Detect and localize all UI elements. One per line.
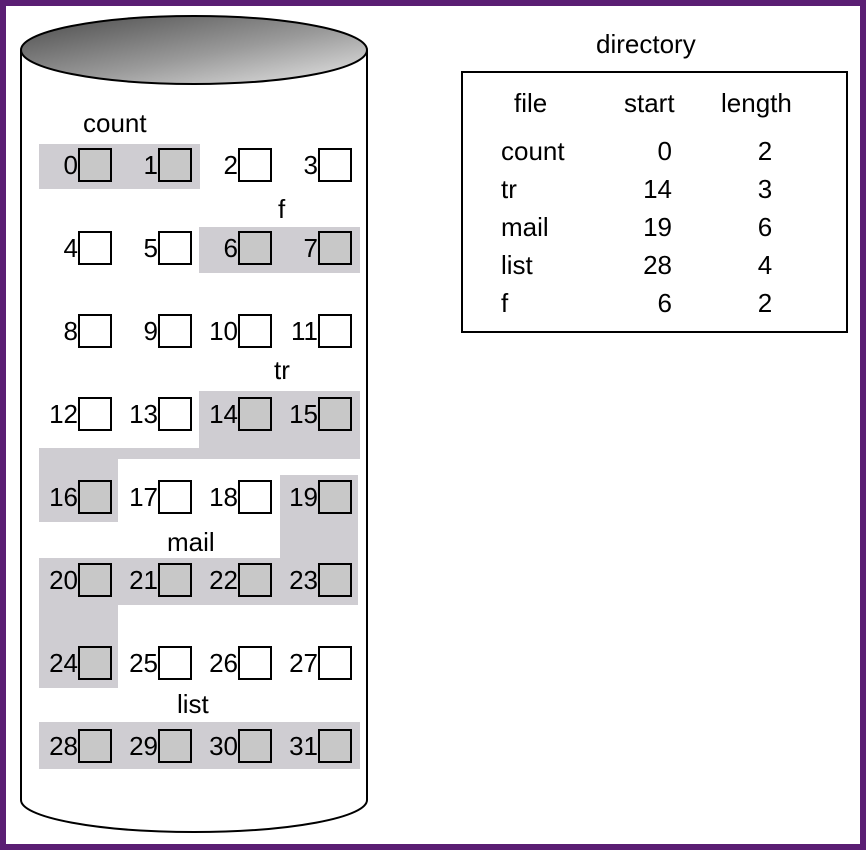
disk-block-3	[318, 148, 352, 182]
disk-block-17	[158, 480, 192, 514]
block-number: 20	[49, 565, 78, 595]
block-number: 9	[143, 316, 158, 346]
disk-block-18	[238, 480, 272, 514]
disk-block-10	[238, 314, 272, 348]
disk-block-5	[158, 231, 192, 265]
dir-cell-file: list	[501, 250, 533, 280]
block-number: 29	[129, 731, 158, 761]
dir-cell-start: 0	[657, 136, 672, 166]
disk-block-27	[318, 646, 352, 680]
disk-block-16	[78, 480, 112, 514]
disk-label-mail: mail	[167, 527, 215, 557]
disk-block-2	[238, 148, 272, 182]
disk-block-30	[238, 729, 272, 763]
disk-block-4	[78, 231, 112, 265]
disk-block-19	[318, 480, 352, 514]
disk-block-9	[158, 314, 192, 348]
disk-label-count: count	[83, 108, 147, 138]
block-number: 27	[289, 648, 318, 678]
block-number: 31	[289, 731, 318, 761]
disk-label-f: f	[278, 194, 286, 224]
block-number: 8	[63, 316, 78, 346]
block-number: 14	[209, 399, 238, 429]
block-number: 28	[49, 731, 78, 761]
dir-cell-start: 19	[643, 212, 672, 242]
block-number: 1	[143, 150, 158, 180]
dir-cell-start: 14	[643, 174, 672, 204]
block-number: 10	[209, 316, 238, 346]
dir-cell-file: tr	[501, 174, 517, 204]
disk-label-tr: tr	[274, 355, 290, 385]
region-tr	[39, 391, 360, 522]
block-number: 21	[129, 565, 158, 595]
dir-cell-length: 2	[757, 288, 773, 318]
disk-block-31	[318, 729, 352, 763]
block-number: 13	[129, 399, 158, 429]
dir-cell-file: mail	[501, 212, 549, 242]
disk-block-13	[158, 397, 192, 431]
region-mail	[39, 475, 358, 688]
block-number: 15	[289, 399, 318, 429]
directory-table	[461, 71, 848, 333]
disk-block-24	[78, 646, 112, 680]
disk-block-6	[238, 231, 272, 265]
disk-block-28	[78, 729, 112, 763]
disk-block-25	[158, 646, 192, 680]
block-number: 11	[291, 316, 318, 346]
header-file: file	[514, 88, 548, 118]
disk-block-20	[78, 563, 112, 597]
dir-cell-start: 28	[643, 250, 672, 280]
block-number: 17	[129, 482, 158, 512]
disk-block-22	[238, 563, 272, 597]
block-number: 4	[63, 233, 78, 263]
block-number: 7	[303, 233, 318, 263]
block-number: 22	[209, 565, 238, 595]
dir-cell-length: 4	[757, 250, 773, 280]
disk-label-list: list	[177, 689, 209, 719]
block-number: 30	[209, 731, 238, 761]
dir-cell-start: 6	[657, 288, 672, 318]
disk-block-23	[318, 563, 352, 597]
dir-cell-length: 3	[757, 174, 773, 204]
block-number: 18	[209, 482, 238, 512]
disk-block-15	[318, 397, 352, 431]
block-number: 2	[223, 150, 238, 180]
block-number: 16	[49, 482, 78, 512]
directory-title: directory	[596, 29, 696, 59]
block-number: 19	[289, 482, 318, 512]
disk-block-8	[78, 314, 112, 348]
header-start: start	[624, 88, 675, 118]
dir-cell-length: 2	[757, 136, 773, 166]
disk-block-12	[78, 397, 112, 431]
block-number: 0	[63, 150, 78, 180]
block-number: 3	[303, 150, 318, 180]
dir-cell-file: f	[501, 288, 509, 318]
disk-top	[20, 15, 368, 85]
block-number: 5	[143, 233, 158, 263]
disk-block-7	[318, 231, 352, 265]
disk-block-0	[78, 148, 112, 182]
header-length: length	[721, 88, 792, 118]
block-number: 24	[49, 648, 78, 678]
block-number: 26	[209, 648, 238, 678]
disk-block-26	[238, 646, 272, 680]
dir-cell-length: 6	[757, 212, 773, 242]
disk-block-21	[158, 563, 192, 597]
dir-cell-file: count	[501, 136, 565, 166]
disk-block-1	[158, 148, 192, 182]
block-number: 12	[49, 399, 78, 429]
disk-block-29	[158, 729, 192, 763]
block-number: 6	[223, 233, 238, 263]
block-number: 23	[289, 565, 318, 595]
disk-block-11	[318, 314, 352, 348]
block-number: 25	[129, 648, 158, 678]
disk-block-14	[238, 397, 272, 431]
